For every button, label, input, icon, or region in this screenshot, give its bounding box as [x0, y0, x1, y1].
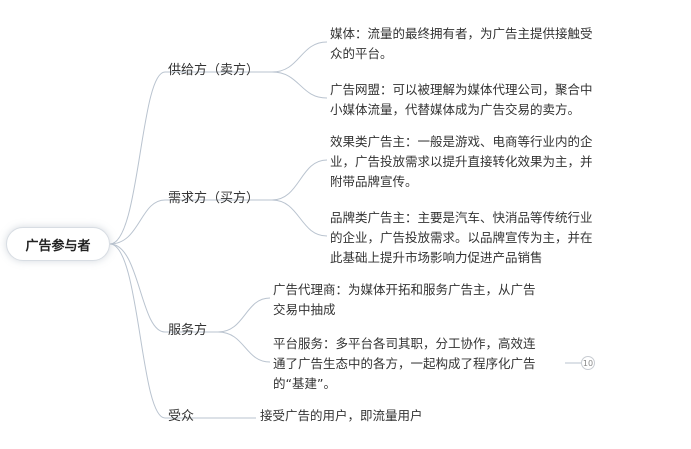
- collapsed-count-badge[interactable]: 10: [581, 356, 595, 370]
- connector-root-supply: [109, 71, 166, 245]
- leaf-performance-advertiser[interactable]: 效果类广告主：一般是游戏、电商等行业内的企 业，广告投放需求以提升直接转化效果为…: [330, 134, 593, 189]
- root-label: 广告参与者: [25, 238, 91, 254]
- leaf-ad-agency[interactable]: 广告代理商：为媒体开拓和服务广告主，从广告 交易中抽成: [273, 282, 536, 317]
- connector-demand-leaf1: [271, 159, 328, 201]
- connector-root-service: [109, 243, 166, 333]
- connector-service-leaf2: [217, 331, 271, 363]
- connector-supply-leaf1: [271, 41, 328, 73]
- leaf-audience[interactable]: 接受广告的用户，即流量用户: [260, 408, 423, 423]
- leaf-brand-advertiser[interactable]: 品牌类广告主：主要是汽车、快消品等传统行业 的企业，广告投放需求。以品牌宣传为主…: [330, 210, 593, 265]
- connector-root-audience: [109, 243, 166, 419]
- connector-supply-leaf2: [271, 71, 328, 99]
- connector-service-leaf1: [217, 297, 271, 333]
- branch-demand[interactable]: 需求方（买方）: [168, 191, 260, 206]
- connector-root-demand: [109, 199, 166, 245]
- connector-demand-leaf2: [271, 199, 328, 237]
- branch-service[interactable]: 服务方: [168, 323, 208, 338]
- leaf-platform-service[interactable]: 平台服务：多平台各司其职，分工协作，高效连 通了广告生态中的各方，一起构成了程序…: [273, 336, 536, 391]
- branch-audience[interactable]: 受众: [168, 409, 195, 424]
- branch-supply[interactable]: 供给方（卖方）: [168, 63, 260, 78]
- leaf-ad-network[interactable]: 广告网盟：可以被理解为媒体代理公司，聚合中 小媒体流量，代替媒体成为广告交易的卖…: [330, 82, 593, 117]
- root-node[interactable]: 广告参与者: [6, 227, 110, 261]
- leaf-media[interactable]: 媒体：流量的最终拥有者，为广告主提供接触受 众的平台。: [330, 26, 593, 61]
- badge-count: 10: [582, 358, 594, 368]
